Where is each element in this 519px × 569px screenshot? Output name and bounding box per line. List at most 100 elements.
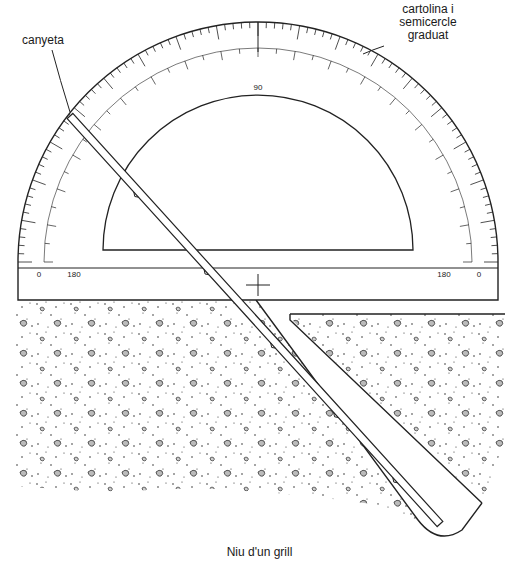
scale-tick: [472, 164, 477, 166]
scale-tick: [312, 55, 313, 60]
scale-tick: [429, 139, 433, 142]
scale-tick: [406, 111, 410, 115]
scale-tick: [176, 36, 181, 49]
scale-tick: [124, 63, 127, 68]
scale-tick: [258, 48, 259, 57]
scale-tick: [492, 253, 498, 254]
scale-tick: [390, 98, 396, 105]
scale-tick: [221, 51, 223, 60]
scale-number: 0: [469, 271, 489, 280]
scale-tick: [442, 114, 447, 118]
scale-tick: [460, 207, 465, 208]
scale-tick: [20, 228, 26, 230]
scale-tick: [145, 50, 148, 55]
part-label: cartolina i semicercle graduat: [382, 3, 474, 43]
scale-tick: [32, 180, 45, 185]
scale-tick: [328, 61, 331, 69]
scale-tick: [451, 189, 459, 192]
scale-tick: [361, 77, 366, 85]
scale-tick: [389, 63, 392, 68]
scale-tick: [468, 157, 473, 160]
scale-tick: [80, 101, 84, 105]
scale-tick: [153, 46, 156, 51]
scale-tick: [294, 51, 296, 60]
scale-tick: [19, 245, 25, 246]
scale-tick: [249, 22, 250, 28]
scale-tick: [481, 188, 487, 190]
scale-tick: [97, 84, 101, 88]
scale-tick: [465, 149, 470, 152]
scale-tick: [110, 73, 114, 78]
protractor-window: [103, 95, 413, 250]
scale-tick: [475, 172, 481, 174]
scale-number: 0: [29, 271, 49, 280]
scale-tick: [276, 49, 277, 54]
scale-tick: [184, 34, 186, 40]
scale-tick: [19, 236, 25, 238]
scale-tick: [192, 31, 194, 37]
scale-tick: [481, 220, 495, 222]
scale-tick: [371, 54, 378, 66]
scale-tick: [491, 236, 497, 238]
scale-tick: [208, 27, 209, 33]
scale-tick: [353, 43, 355, 48]
scale-number: 180: [432, 271, 456, 280]
scale-tick: [25, 204, 31, 205]
scale-tick: [282, 23, 284, 29]
scale-tick: [436, 155, 444, 160]
scale-tick: [258, 22, 259, 36]
scale-tick: [59, 128, 64, 131]
scale-tick: [490, 228, 496, 230]
scale-tick: [185, 61, 188, 69]
leader-line: [363, 46, 384, 54]
stick-knot: [334, 412, 339, 417]
scale-tick: [322, 31, 324, 37]
scale-tick: [94, 124, 101, 130]
stick-body: [67, 113, 443, 526]
scale-tick: [50, 142, 62, 149]
scale-tick: [378, 87, 381, 91]
scale-tick: [447, 121, 452, 125]
scale-tick: [361, 46, 364, 51]
scale-tick: [335, 36, 340, 49]
scale-tick: [241, 23, 242, 29]
scale-tick: [168, 39, 170, 45]
scale-tick: [431, 108, 442, 117]
scale-number: 180: [62, 271, 86, 280]
scale-tick: [266, 22, 267, 28]
scale-tick: [466, 243, 471, 244]
stick-knot: [134, 192, 139, 197]
scale-tick: [168, 68, 170, 73]
scale-tick: [46, 149, 51, 152]
scale-tick: [160, 43, 162, 48]
scale-tick: [107, 111, 111, 115]
scale-tick: [454, 142, 466, 149]
scale-tick: [51, 207, 56, 208]
scale-tick: [54, 135, 59, 138]
scale-tick: [484, 262, 498, 263]
scale-tick: [47, 225, 56, 227]
scale-tick: [42, 157, 47, 160]
scale-tick: [460, 225, 469, 227]
scale-tick: [216, 26, 218, 40]
scale-tick: [224, 24, 226, 30]
scale-tick: [73, 155, 81, 160]
scale-tick: [396, 68, 400, 73]
scale-tick: [485, 204, 491, 205]
leader-line: [52, 50, 70, 112]
scale-tick: [104, 78, 113, 89]
scale-tick: [57, 189, 65, 192]
scale-tick: [203, 55, 204, 60]
scale-tick: [45, 243, 50, 244]
stick: [67, 113, 443, 526]
scale-tick: [91, 89, 95, 93]
scale-tick: [290, 24, 292, 30]
scale-tick: [456, 135, 461, 138]
stick-knot: [271, 343, 276, 348]
scale-tick: [117, 68, 121, 73]
caption: Niu d'un grill: [0, 546, 519, 559]
scale-tick: [491, 245, 497, 246]
scale-tick: [415, 84, 419, 88]
stick-knot: [393, 478, 398, 483]
